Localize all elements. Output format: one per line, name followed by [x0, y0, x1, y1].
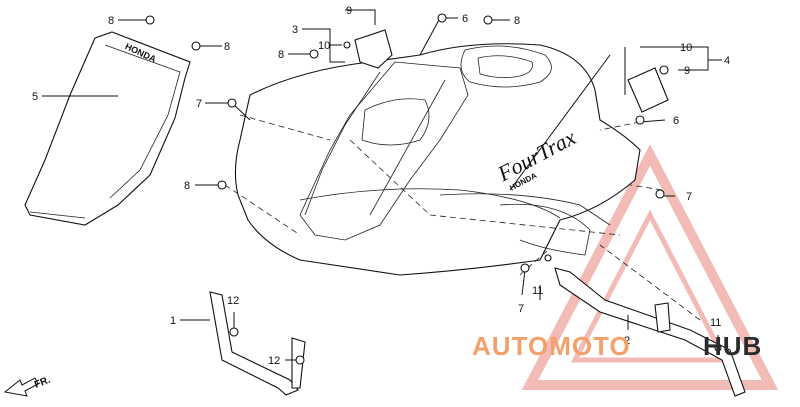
- bracket-3: [354, 29, 393, 69]
- callout-8d: 8: [278, 49, 284, 61]
- callout-12b: 12: [268, 355, 280, 367]
- callout-7b: 7: [686, 191, 692, 203]
- callout-11a: 11: [532, 285, 543, 297]
- callout-1: 1: [170, 315, 176, 327]
- callout-8e: 8: [514, 15, 520, 27]
- front-fender-body: FourTrax HONDA: [234, 43, 641, 276]
- bracket-4: [627, 67, 669, 113]
- side-cover-panel: HONDA: [24, 31, 191, 226]
- reference-lines: [224, 114, 701, 321]
- callout-3: 3: [292, 24, 298, 36]
- front-direction-marker: FR.: [3, 374, 52, 397]
- callout-8c: 8: [224, 41, 230, 53]
- callout-7a: 7: [196, 98, 202, 110]
- callout-6b: 6: [673, 115, 679, 127]
- fasteners: [145, 13, 722, 365]
- watermark-text-left: AUTOMOTO: [472, 331, 631, 361]
- callout-labels: 5 7 8 8 8 8 3 10 9 6 8 10 4 9 6 7 1 12 1…: [32, 5, 730, 367]
- callout-2: 2: [624, 335, 630, 347]
- stay-rod-left: [209, 291, 306, 396]
- callout-8b: 8: [108, 15, 114, 27]
- callout-12a: 12: [227, 295, 239, 307]
- callout-11b: 11: [710, 317, 721, 329]
- callout-5: 5: [32, 91, 38, 103]
- callout-10b: 10: [680, 42, 692, 54]
- callout-6a: 6: [462, 13, 468, 25]
- watermark-triangle: [521, 144, 779, 390]
- callout-8a: 8: [184, 180, 190, 192]
- callout-10a: 10: [318, 40, 330, 52]
- callout-4: 4: [724, 55, 730, 67]
- watermark-text-right: HUB: [703, 331, 762, 361]
- front-marker-label: FR.: [33, 374, 52, 390]
- callout-9b: 9: [684, 65, 690, 77]
- watermark-logo: AUTOMOTO HUB: [472, 331, 762, 361]
- callout-7c: 7: [518, 303, 524, 315]
- callout-9a: 9: [346, 5, 352, 17]
- stay-rod-right: [554, 267, 746, 397]
